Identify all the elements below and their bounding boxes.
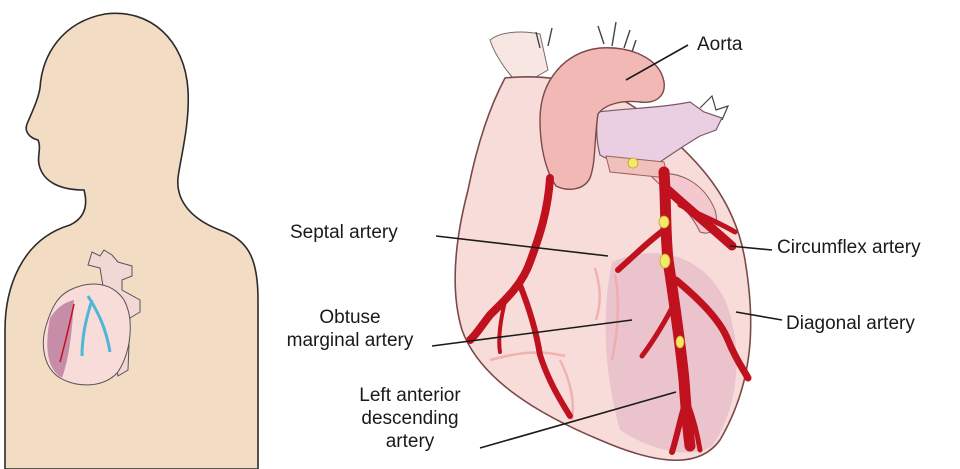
plaque-spot [659,216,669,228]
large-heart [455,22,751,460]
plaque-spot [628,158,638,168]
label-diagonal-text: Diagonal artery [786,312,915,335]
label-left-anterior-descending-artery: Left anterior descending artery [340,384,480,453]
label-circumflex-text: Circumflex artery [777,236,921,259]
label-aorta: Aorta [697,33,742,56]
label-septal-text: Septal artery [290,221,398,244]
label-lad-line1: Left anterior [340,384,480,407]
label-septal-artery: Septal artery [290,221,398,244]
label-circumflex-artery: Circumflex artery [777,236,921,259]
label-obtuse-line2: marginal artery [270,329,430,352]
label-obtuse-marginal-artery: Obtuse marginal artery [270,306,430,352]
label-lad-line3: artery [340,430,480,453]
human-silhouette [5,13,258,469]
label-lad-line2: descending [340,407,480,430]
plaque-spot [660,254,670,268]
label-obtuse-line1: Obtuse [270,306,430,329]
label-diagonal-artery: Diagonal artery [786,312,915,335]
label-aorta-text: Aorta [697,33,742,56]
plaque-spot [676,336,684,348]
vessel-stubs [536,22,636,52]
